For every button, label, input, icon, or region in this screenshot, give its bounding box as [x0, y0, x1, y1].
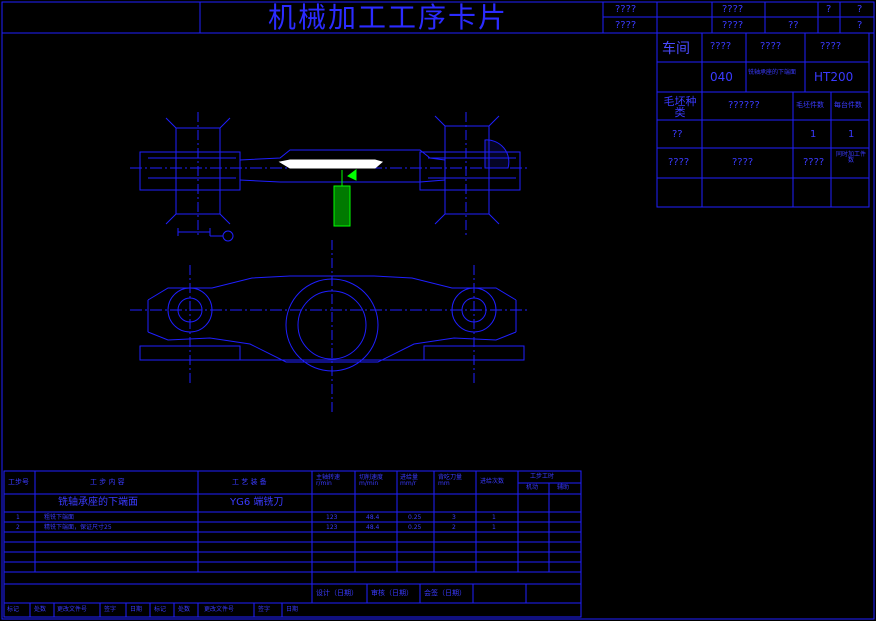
- row2-feed: 0.25: [408, 524, 422, 531]
- th-feed: 进给量 mm/r: [400, 474, 419, 487]
- page-title: 机械加工工序卡片: [268, 1, 509, 34]
- th-step-content: 工 步 内 容: [90, 478, 125, 486]
- header-cell-7: ?: [857, 4, 863, 15]
- info-cell-b: ????: [760, 41, 782, 52]
- row1-feed: 0.25: [408, 514, 422, 521]
- operation-number: 040: [710, 70, 733, 84]
- row2-cut: 48.4: [366, 524, 380, 531]
- row1-cut: 48.4: [366, 514, 380, 521]
- th-depth: 背吃刀量 mm: [438, 474, 463, 487]
- header-cell-1: ????: [615, 4, 637, 15]
- footer-sign-1: 签字: [104, 606, 117, 613]
- process-table-grid: [3, 470, 582, 618]
- th-step-time: 工步工时: [530, 473, 555, 480]
- blank-value: ??????: [728, 100, 760, 111]
- header-cell-4: ????: [722, 20, 744, 31]
- row1-depth: 3: [452, 514, 456, 521]
- row1-no: 1: [16, 514, 20, 521]
- footer-mark-1: 标记: [7, 606, 20, 613]
- header-cell-8: ?: [857, 20, 863, 31]
- th-spindle-speed: 主轴转速 r/min: [316, 474, 341, 487]
- operation-title: 铣轴承座的下端面: [58, 497, 138, 508]
- parallel-count-label: 同时加工件数: [835, 151, 866, 164]
- workshop-label: 车间: [662, 41, 690, 57]
- th-equipment: 工 艺 装 备: [232, 478, 267, 486]
- front-view: [130, 240, 530, 412]
- info-cell-c: ????: [820, 41, 842, 52]
- footer-date-1: 日期: [130, 606, 143, 613]
- header-cell-3: ????: [722, 4, 744, 15]
- machining-surface: [278, 159, 384, 169]
- parts-per-unit-label: 每台件数: [834, 101, 862, 109]
- th-aux-time: 辅助: [557, 484, 570, 491]
- material-value: HT200: [814, 70, 854, 84]
- row2-content: 精铣下端面，保证尺寸25: [44, 524, 112, 531]
- footer-count-1: 处数: [34, 606, 47, 613]
- sign-design: 设计（日期）: [316, 589, 358, 597]
- th-machine-time: 机动: [526, 484, 539, 491]
- info-row5-c: ????: [803, 157, 825, 168]
- th-step-no: 工步号: [8, 478, 29, 486]
- blank-type-label: 毛坯种类: [663, 95, 697, 119]
- info-row5-a: ????: [668, 157, 690, 168]
- info-row5-b: ????: [732, 157, 754, 168]
- sign-review: 审核（日期）: [371, 589, 413, 597]
- th-cutting-speed: 切削速度 m/min: [359, 474, 384, 487]
- row2-no: 2: [16, 524, 20, 531]
- top-view: [130, 112, 530, 242]
- th-passes: 进给次数: [480, 478, 505, 485]
- row1-passes: 1: [492, 514, 496, 521]
- footer-date-2: 日期: [286, 606, 299, 613]
- tool-name: YG6 端铣刀: [230, 497, 284, 508]
- footer-change-1: 更改文件号: [57, 606, 88, 613]
- operation-name: 铣轴承座的下端面: [748, 69, 797, 76]
- footer-change-2: 更改文件号: [204, 606, 235, 613]
- footer-sign-2: 签字: [258, 606, 271, 613]
- footer-count-2: 处数: [178, 606, 191, 613]
- row2-depth: 2: [452, 524, 456, 531]
- fixture-marker: [333, 169, 357, 227]
- row2-speed: 123: [326, 524, 338, 531]
- blank-kind: ??: [672, 129, 683, 140]
- row1-speed: 123: [326, 514, 338, 521]
- blank-count: 1: [810, 129, 817, 140]
- sign-countersign: 会签（日期）: [424, 589, 466, 597]
- row2-passes: 1: [492, 524, 496, 531]
- blank-count-label: 毛坯件数: [796, 101, 824, 109]
- parts-count: 1: [848, 129, 855, 140]
- header-cell-6: ?: [826, 4, 832, 15]
- footer-mark-2: 标记: [154, 606, 167, 613]
- row1-content: 粗铣下端面: [44, 514, 75, 521]
- header-cell-5: ??: [788, 20, 799, 31]
- info-cell-a: ????: [710, 41, 732, 52]
- header-cell-2: ????: [615, 20, 637, 31]
